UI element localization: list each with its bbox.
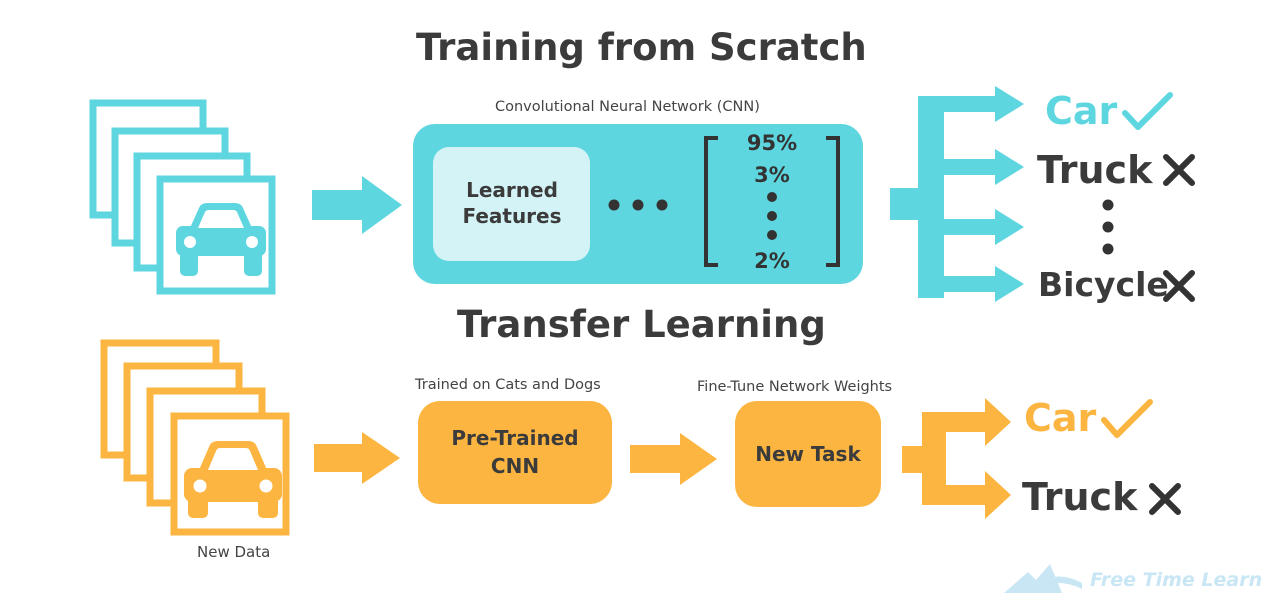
top-output-dots: [1102, 199, 1114, 255]
new-task-label: New Task: [755, 442, 861, 466]
new-task-box: [735, 401, 881, 507]
bottom-output-arrows: [902, 398, 1011, 519]
ellipsis-dots: [608, 199, 668, 211]
finetune-label: Fine-Tune Network Weights: [697, 379, 893, 395]
output-label-bicycle: Bicycle: [1038, 265, 1169, 304]
pretrained-box: [418, 401, 612, 504]
arrow-icon: [314, 432, 400, 484]
cross-icon: [1163, 154, 1195, 186]
new-data-label: New Data: [197, 543, 271, 561]
arrow-icon: [312, 176, 402, 234]
check-icon: [1122, 92, 1173, 130]
arrow-icon: [630, 433, 717, 485]
output-label-truck: Truck: [1037, 148, 1153, 192]
output-label-car: Car: [1045, 89, 1118, 133]
output-label-car: Car: [1024, 396, 1097, 440]
probability-value: 95%: [746, 131, 798, 155]
cnn-label: Convolutional Neural Network (CNN): [495, 99, 760, 115]
probability-value: 2%: [754, 249, 790, 273]
watermark-logo-icon: [1004, 564, 1082, 593]
top-output-arrows: [890, 86, 1024, 302]
trained-on-label: Trained on Cats and Dogs: [415, 377, 601, 393]
pretrained-cnn-label: Pre-Trained CNN: [451, 426, 579, 478]
title-training-from-scratch: Training from Scratch: [416, 26, 867, 69]
cross-icon: [1149, 483, 1181, 515]
title-transfer-learning: Transfer Learning: [457, 303, 826, 346]
learned-features-label: Learned Features: [462, 178, 562, 228]
vertical-dots: [767, 192, 777, 240]
output-label-truck: Truck: [1022, 475, 1138, 519]
probability-bracket: [704, 136, 840, 267]
check-icon: [1101, 399, 1153, 438]
learned-features-box: [433, 147, 590, 261]
probability-value: 3%: [754, 163, 790, 187]
cross-icon: [1163, 270, 1195, 302]
watermark-text: Free Time Learn: [1090, 569, 1263, 591]
